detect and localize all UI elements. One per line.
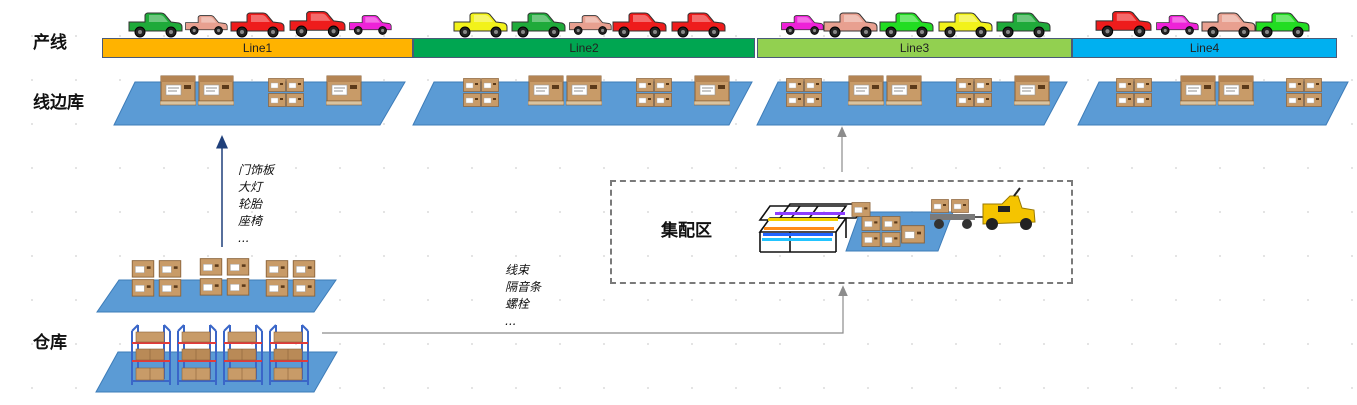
kitting-bins — [762, 212, 845, 241]
line-bar-4: Line4 — [1072, 38, 1337, 58]
label-line-side-store: 线边库 — [33, 93, 84, 113]
tugger-train-icon — [930, 187, 1036, 230]
direct-part: 门饰板 — [238, 163, 275, 177]
kitting-part: 隔音条 — [505, 280, 542, 294]
label-warehouse: 仓库 — [33, 333, 67, 353]
kitting-part: 螺栓 — [505, 297, 530, 311]
kitting-part: 线束 — [505, 263, 530, 277]
direct-part: 座椅 — [238, 214, 263, 228]
direct-part: 大灯 — [238, 180, 263, 194]
direct-part: ... — [238, 231, 250, 245]
line-bar-1: Line1 — [102, 38, 413, 58]
kitting-area-boundary — [610, 180, 1073, 284]
direct-part: 轮胎 — [238, 197, 263, 211]
line-bar-2: Line2 — [413, 38, 755, 58]
vehicle-icons-line3 — [781, 12, 1051, 38]
vehicle-icons-line1 — [128, 11, 392, 38]
vehicle-icons-line2 — [453, 12, 726, 38]
kitting-part: ... — [505, 314, 517, 328]
vehicle-icons-line4 — [1095, 11, 1310, 38]
label-production-line: 产线 — [33, 33, 67, 53]
line-bar-3: Line3 — [757, 38, 1072, 58]
kitting-parts-list: 线束 隔音条 螺栓 ... — [505, 262, 541, 330]
label-kitting-area: 集配区 — [661, 221, 712, 241]
arrow-warehouse-to-kitting — [322, 285, 848, 334]
direct-parts-list: 门饰板 大灯 轮胎 座椅 ... — [238, 162, 274, 247]
